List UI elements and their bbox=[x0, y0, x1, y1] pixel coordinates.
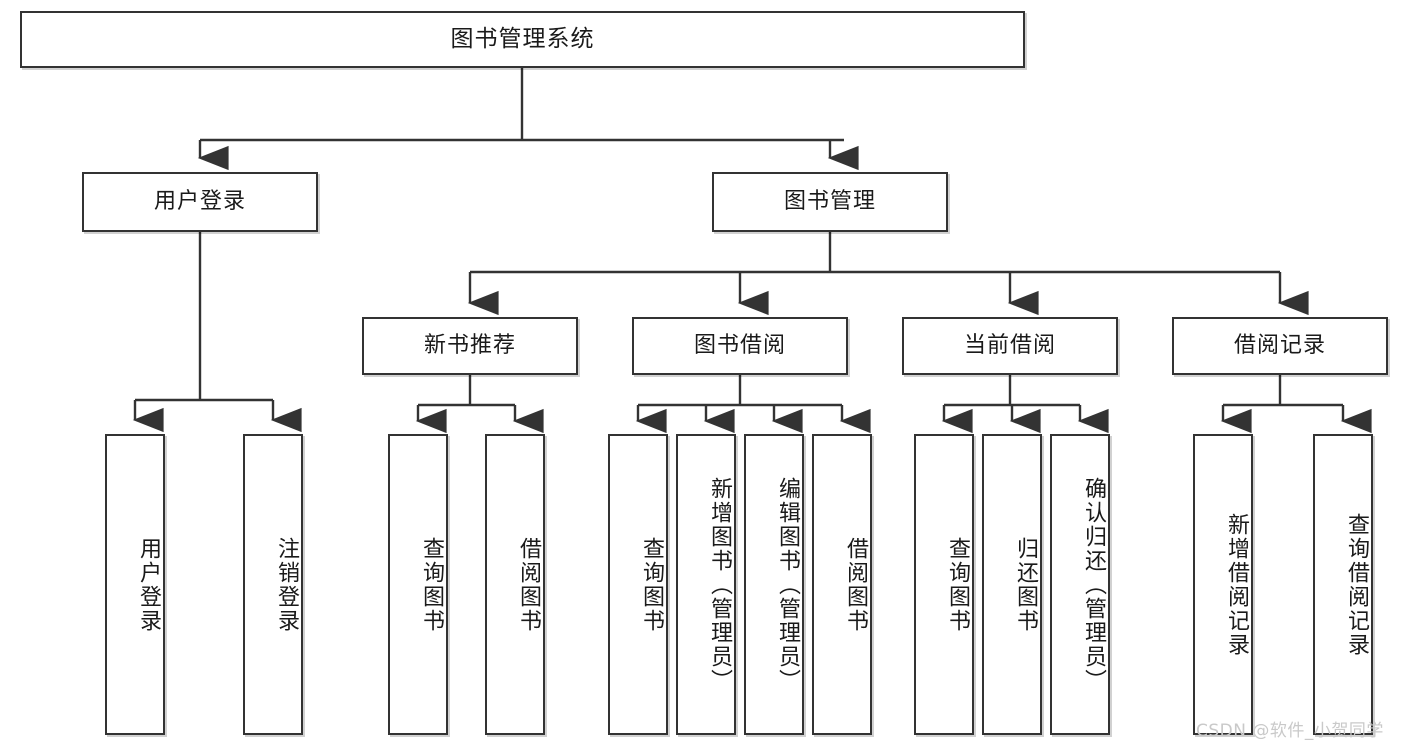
csdn-watermark: CSDN @软件_小贺同学 bbox=[1196, 721, 1384, 741]
node-user-login[interactable]: 用户登录 bbox=[82, 172, 318, 232]
node-label: 图书管理 bbox=[783, 188, 876, 214]
node-new-book-rec[interactable]: 新书推荐 bbox=[362, 317, 578, 375]
node-book-borrow[interactable]: 图书借阅 bbox=[632, 317, 848, 375]
node-label: 确认归还（管理员） bbox=[1081, 476, 1106, 693]
node-label: 图书管理系统 bbox=[450, 25, 595, 52]
node-label: 图书借阅 bbox=[693, 332, 786, 358]
node-root[interactable]: 图书管理系统 bbox=[20, 11, 1025, 68]
node-leaf-borrow-book-2[interactable]: 借阅图书 bbox=[812, 434, 872, 735]
node-label: 新增借阅记录 bbox=[1224, 512, 1249, 657]
node-label: 查询图书 bbox=[945, 536, 970, 633]
node-label: 编辑图书（管理员） bbox=[775, 476, 800, 693]
node-label: 借阅图书 bbox=[843, 536, 868, 633]
node-label: 新增图书（管理员） bbox=[707, 476, 732, 693]
node-label: 用户登录 bbox=[153, 188, 246, 214]
node-leaf-edit-book[interactable]: 编辑图书（管理员） bbox=[744, 434, 804, 735]
node-leaf-logout[interactable]: 注销登录 bbox=[243, 434, 303, 735]
node-leaf-query-book-1[interactable]: 查询图书 bbox=[388, 434, 448, 735]
node-label: 查询图书 bbox=[419, 536, 444, 633]
node-leaf-confirm-return[interactable]: 确认归还（管理员） bbox=[1050, 434, 1110, 735]
node-leaf-query-book-2[interactable]: 查询图书 bbox=[608, 434, 668, 735]
node-leaf-query-book-3[interactable]: 查询图书 bbox=[914, 434, 974, 735]
node-label: 新书推荐 bbox=[423, 332, 516, 358]
node-current-borrow[interactable]: 当前借阅 bbox=[902, 317, 1118, 375]
node-book-manage[interactable]: 图书管理 bbox=[712, 172, 948, 232]
node-label: 当前借阅 bbox=[963, 332, 1056, 358]
node-label: 用户登录 bbox=[136, 536, 161, 633]
node-leaf-query-record[interactable]: 查询借阅记录 bbox=[1313, 434, 1373, 735]
node-label: 归还图书 bbox=[1013, 536, 1038, 633]
node-leaf-add-book[interactable]: 新增图书（管理员） bbox=[676, 434, 736, 735]
node-label: 借阅记录 bbox=[1233, 332, 1326, 358]
node-label: 注销登录 bbox=[274, 536, 299, 633]
node-label: 借阅图书 bbox=[516, 536, 541, 633]
node-leaf-add-record[interactable]: 新增借阅记录 bbox=[1193, 434, 1253, 735]
node-label: 查询借阅记录 bbox=[1344, 512, 1369, 657]
node-leaf-user-login[interactable]: 用户登录 bbox=[105, 434, 165, 735]
node-label: 查询图书 bbox=[639, 536, 664, 633]
node-leaf-return-book[interactable]: 归还图书 bbox=[982, 434, 1042, 735]
node-leaf-borrow-book-1[interactable]: 借阅图书 bbox=[485, 434, 545, 735]
node-borrow-record[interactable]: 借阅记录 bbox=[1172, 317, 1388, 375]
